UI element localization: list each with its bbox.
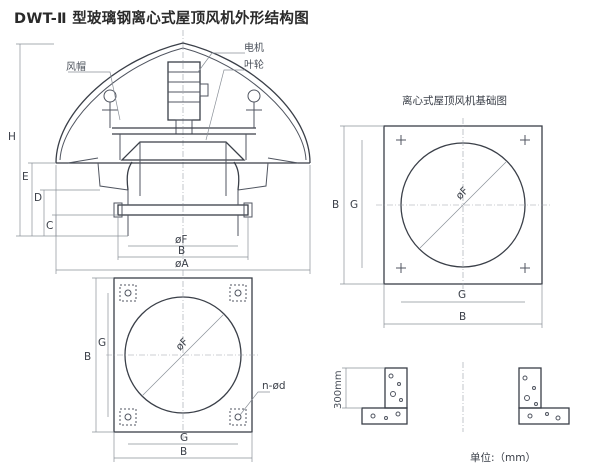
bolt-pad-top-right: [229, 284, 247, 302]
base-dim-B-vertical: B: [84, 351, 91, 363]
dim-H-label: H: [8, 131, 16, 143]
curb-section: 300mm 单位:（mm）: [333, 362, 570, 464]
holes-label: n-ød: [262, 380, 286, 392]
motor-body: [167, 61, 201, 121]
fan-side-elevation: 风帽 电机 叶轮 H E D C øF B: [8, 30, 311, 274]
motor-flange: [175, 119, 193, 135]
foundation-dim-G-horizontal: G: [458, 289, 466, 301]
bolt-hole-top-right: [234, 289, 242, 297]
dim-B-label: B: [178, 245, 185, 257]
impeller-leader: [205, 69, 245, 141]
base-dim-G-vertical: G: [98, 337, 106, 349]
base-flange: [117, 204, 249, 216]
base-plate-plan: øF n-ød B G G B: [84, 270, 286, 462]
drawing-title: DWT-Ⅱ 型玻璃钢离心式屋顶风机外形结构图: [14, 11, 310, 27]
foundation-dim-G-vertical: G: [350, 199, 358, 211]
right-skirt: [237, 162, 269, 191]
base-plate-diameter-line: [141, 313, 225, 397]
curb-left-footing: [361, 407, 408, 425]
foundation-dim-B-vertical: B: [332, 199, 339, 211]
foundation-plan: 离心式屋顶风机基础图 øF B G G: [332, 94, 550, 328]
housing-left-curve: [126, 161, 133, 191]
dim-F-label: øF: [175, 234, 187, 246]
callout-motor: 电机: [244, 41, 264, 54]
curb-height-label: 300mm: [333, 370, 344, 409]
bolt-pad-top-left: [119, 284, 137, 302]
bolt-pad-bottom-left: [119, 408, 137, 426]
callout-hood: 风帽: [66, 60, 86, 73]
right-skirt-edge: [267, 157, 299, 164]
bolt-pad-bottom-right: [229, 408, 247, 426]
bolt-hole-bottom-right: [234, 413, 242, 421]
holes-leader: [239, 391, 270, 416]
motor-leader: [197, 52, 245, 73]
dim-C-label: C: [46, 220, 53, 232]
left-skirt-edge: [67, 157, 99, 164]
base-dim-B-horizontal: B: [180, 446, 187, 458]
dim-A-label: øA: [175, 258, 189, 270]
right-lifting-lug: [247, 89, 261, 103]
callout-impeller: 叶轮: [244, 58, 264, 71]
foundation-diameter-line: [419, 161, 507, 249]
dim-D-label: D: [34, 192, 42, 204]
dim-E-label: E: [22, 171, 29, 183]
hood-dome: [55, 42, 311, 164]
foundation-dim-B-horizontal: B: [459, 311, 466, 323]
base-plate-dim-F: øF: [174, 336, 191, 353]
concrete-aggregate: [370, 373, 561, 421]
curb-right-footing: [518, 407, 570, 425]
curb-left-wall: [384, 367, 408, 409]
motor-terminal-box: [199, 83, 209, 97]
foundation-title: 离心式屋顶风机基础图: [402, 94, 507, 107]
bolt-hole-top-left: [124, 289, 132, 297]
foundation-corner-marks: [396, 135, 530, 273]
hood-leader: [68, 71, 121, 121]
bolt-hole-bottom-left: [124, 413, 132, 421]
housing-right-curve: [233, 161, 240, 191]
hood-inner-line: [59, 47, 307, 161]
base-dim-G-horizontal: G: [180, 432, 188, 444]
unit-label: 单位:（mm）: [470, 451, 536, 464]
curb-right-wall: [518, 367, 542, 409]
left-skirt: [97, 162, 129, 191]
